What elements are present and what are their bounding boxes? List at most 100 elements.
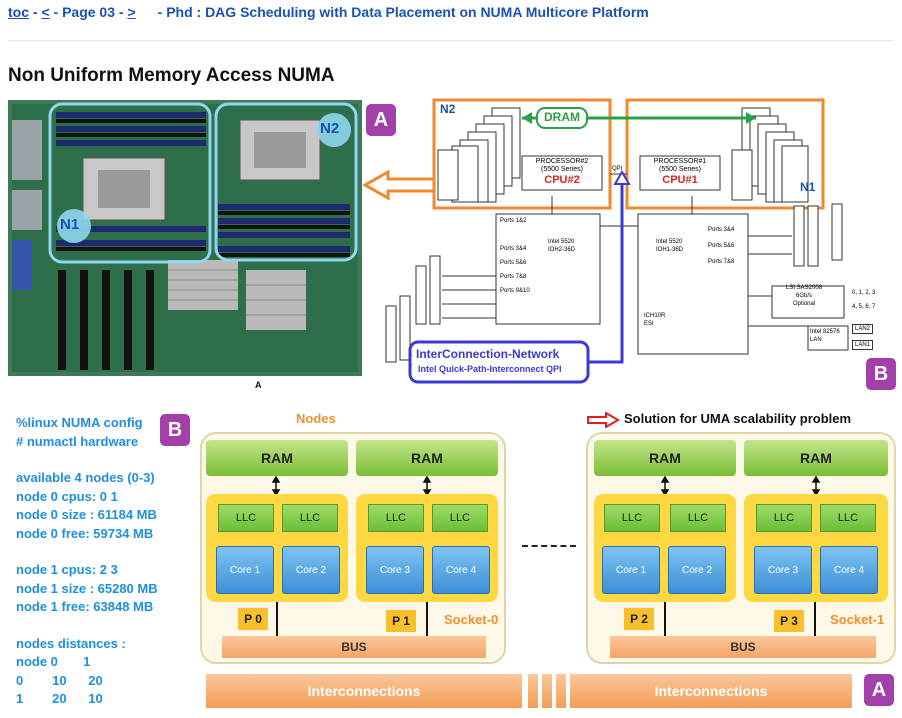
config-line: node 0 1 [16,654,91,669]
lan-label: Intel 82576 LAN [810,328,840,344]
n1-label: N1 [60,216,80,233]
next-link[interactable]: > [127,4,136,20]
core-block: Core 3 [754,546,812,594]
processor-label: P 0 [238,608,268,630]
sas-ports-b: 4, 5, 6, 7 [852,304,876,310]
ioh1-chip: Intel 5520 IOH1-36D [656,238,683,254]
processor-label: P 2 [624,608,654,630]
n2-block-label: N2 [440,102,456,116]
interconnect-title: InterConnection-Network [416,347,560,361]
qpi-label: QPI [612,166,623,172]
ram-block: RAM [594,440,736,476]
llc-block: LLC [282,504,338,532]
lan2-label: LAN2 [852,324,874,334]
config-line: available 4 nodes (0-3) [16,470,155,485]
badge-a-top: A [366,104,396,136]
bus-bar: BUS [610,636,876,658]
interconnect-bar: Interconnections [570,674,852,708]
core-block: Core 2 [282,546,340,594]
processor-label: P 3 [774,610,804,632]
figure-caption: A [255,380,262,390]
socket-label: Socket-1 [830,612,885,627]
nav-bar: toc - < - Page 03 - >- Phd : DAG Schedul… [8,4,649,20]
ich-label: ICH10R ESI [644,312,665,328]
lsi-optional: Optional [792,301,816,307]
nodes-label: Nodes [296,411,336,426]
port-item: Ports 3&4 [708,227,735,233]
interconnect-segment [542,674,552,708]
port-item: Ports 5&6 [500,260,527,266]
numa-config: %linux NUMA config # numactl hardware av… [16,414,158,709]
proc2-name: PROCESSOR#2 [535,158,589,165]
socket-bus-link [426,602,428,636]
ioh2-chip-name: Intel 5520 [548,239,575,245]
proc1-series: (5500 Series) [658,166,702,173]
config-line: # numactl hardware [16,433,139,449]
prev-link[interactable]: < [41,4,50,20]
config-line: node 0 cpus: 0 1 [16,488,118,504]
ioh2-chip: Intel 5520 IOH2-36D [548,238,575,254]
llc-block: LLC [604,504,660,532]
core-block: Core 1 [216,546,274,594]
socket-bus-link [664,602,666,636]
dram-label: DRAM [544,110,580,124]
port-item: Ports 7&8 [708,259,735,265]
port-item: Ports 7&8 [500,274,527,280]
nav-sep: - [29,4,42,20]
ram-block: RAM [744,440,888,476]
proc2-label: PROCESSOR#2 (5500 Series) CPU#2 [524,158,600,187]
config-line: node 1 free: 63848 MB [16,599,154,614]
sas-ports: 0, 1, 2, 3 4, 5, 6, 7 [852,286,875,314]
solution-label: Solution for UMA scalability problem [624,411,852,426]
interconnect-segment [528,674,538,708]
core-block: Core 3 [366,546,424,594]
ram-block: RAM [356,440,498,476]
config-line: 1 20 10 [16,691,103,706]
block-diagram: N2 N1 DRAM PROCESSOR#2 (5500 Series) CPU… [372,96,900,386]
motherboard-image: N1 N2 [8,100,362,376]
badge-b-left: B [160,414,190,446]
llc-block: LLC [368,504,424,532]
llc-block: LLC [820,504,876,532]
lsi-speed: 6Gb/s [796,293,813,299]
config-line: nodes distances : [16,635,126,651]
esi-name: ESI [644,321,654,327]
port-item: Ports 3&4 [500,246,527,252]
lan1-label: LAN1 [852,340,874,350]
config-line: node 1 size : 65280 MB [16,580,158,596]
proc1-label: PROCESSOR#1 (5500 Series) CPU#1 [642,158,718,187]
ich-name: ICH10R [644,313,666,319]
dash-connector [522,545,576,547]
n1-block-label: N1 [800,180,816,194]
toc-link[interactable]: toc [8,4,29,20]
socket-label: Socket-0 [444,612,499,627]
cpu2-label: CPU#2 [544,174,580,186]
lsi-name: LSI SAS2008 [786,285,823,291]
lan-name: LAN [810,337,822,343]
cpu1-label: CPU#1 [662,174,698,186]
ram-block: RAM [206,440,348,476]
llc-block: LLC [218,504,274,532]
config-line: node 0 free: 59734 MB [16,525,154,541]
ports-list-right: Ports 3&4 Ports 5&6 Ports 7&8 [708,222,734,270]
processor-label: P 1 [386,610,416,632]
config-line: node 0 size : 61184 MB [16,507,157,522]
sas-ports-a: 0, 1, 2, 3 [852,290,876,296]
llc-block: LLC [432,504,488,532]
core-block: Core 1 [602,546,660,594]
ram-link-arrows [271,476,821,496]
divider [8,40,894,41]
nav-title: - Phd : DAG Scheduling with Data Placeme… [157,4,649,20]
badge-a-bottom: A [864,674,894,706]
core-block: Core 4 [820,546,878,594]
config-line: 0 10 20 [16,672,103,688]
lsi-label: LSI SAS2008 6Gb/s Optional [786,284,822,308]
n2-label: N2 [320,120,340,137]
core-block: Core 4 [432,546,490,594]
ioh1-name: IOH1-36D [656,247,684,253]
socket-bus-link [276,602,278,636]
left-arrow-icon [362,170,436,200]
socket-bus-link [814,602,816,636]
proc1-name: PROCESSOR#1 [653,158,707,165]
bus-bar: BUS [222,636,486,658]
